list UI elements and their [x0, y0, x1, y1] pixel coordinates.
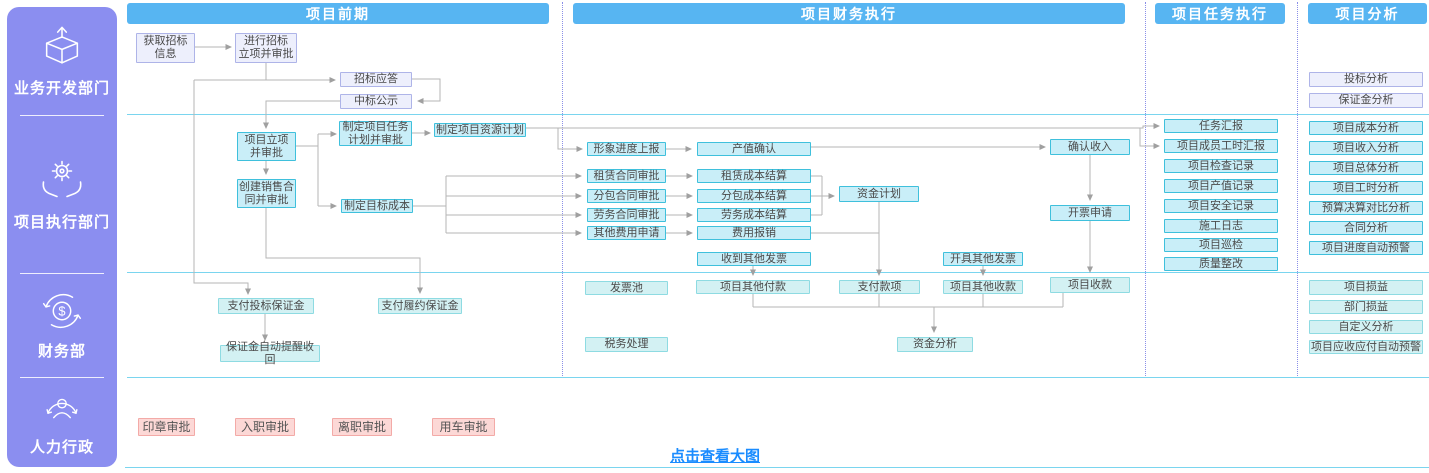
sidebar-item-label: 财务部 [37, 343, 86, 360]
node-bid-win-announcement: 中标公示 [340, 94, 412, 109]
open-box-icon [39, 24, 85, 70]
sidebar-item-finance: $ 财务部 [7, 273, 117, 377]
column-divider [562, 2, 563, 378]
sidebar-item-label: 业务开发部门 [13, 80, 110, 97]
sidebar-divider [20, 273, 104, 274]
node-labor-contract-approval: 劳务合同审批 [587, 208, 666, 222]
node-confirm-income: 确认收入 [1050, 139, 1130, 155]
node-progress-report: 形象进度上报 [587, 142, 666, 156]
node-other-receipt: 项目其他收款 [943, 280, 1023, 294]
node-project-receipt: 项目收款 [1050, 277, 1130, 293]
row-divider [127, 377, 1429, 378]
department-sidebar: 业务开发部门 项目执行部门 $ [7, 7, 117, 467]
sidebar-item-hr-admin: 人力行政 [7, 377, 117, 467]
node-vehicle-approval: 用车审批 [432, 418, 495, 436]
node-task-report: 任务汇报 [1164, 119, 1278, 133]
node-pay-funds: 支付款项 [839, 280, 920, 294]
node-lease-contract-approval: 租赁合同审批 [587, 169, 666, 183]
bottom-border-line [125, 467, 1429, 468]
node-other-expense-request: 其他费用申请 [587, 226, 666, 240]
column-divider [1297, 2, 1298, 378]
column-header-project-finance-exec: 项目财务执行 [573, 3, 1125, 24]
node-contract-analysis: 合同分析 [1309, 221, 1423, 235]
node-fund-plan: 资金计划 [839, 186, 919, 202]
node-project-output-record: 项目产值记录 [1164, 179, 1278, 193]
node-project-pnl: 项目损益 [1309, 280, 1423, 295]
node-output-value-confirm: 产值确认 [697, 142, 811, 156]
sidebar-item-project-exec: 项目执行部门 [7, 115, 117, 273]
node-project-hours-analysis: 项目工时分析 [1309, 181, 1423, 195]
node-create-sales-contract: 创建销售合 同并审批 [237, 179, 296, 208]
node-deposit-analysis: 保证金分析 [1309, 93, 1423, 108]
node-project-cost-analysis: 项目成本分析 [1309, 121, 1423, 135]
column-header-project-analysis: 项目分析 [1308, 3, 1427, 24]
node-project-check-record: 项目检查记录 [1164, 159, 1278, 173]
node-issue-other-invoice: 开具其他发票 [943, 252, 1023, 266]
node-deposit-auto-remind: 保证金自动提醒收回 [220, 341, 320, 366]
node-labor-cost-settle: 劳务成本结算 [697, 208, 811, 222]
svg-text:$: $ [58, 304, 65, 319]
sidebar-item-business-dev: 业务开发部门 [7, 7, 117, 115]
node-quality-rectify: 质量整改 [1164, 257, 1278, 271]
node-other-payment: 项目其他付款 [696, 280, 810, 294]
row-divider [127, 114, 1429, 115]
node-pay-performance-deposit: 支付履约保证金 [378, 298, 462, 314]
row-divider [127, 272, 1429, 273]
node-project-patrol: 项目巡检 [1164, 238, 1278, 252]
node-project-income-analysis: 项目收入分析 [1309, 141, 1423, 155]
node-bid-initiation-approval: 进行招标 立项并审批 [235, 33, 297, 63]
node-lease-cost-settle: 租赁成本结算 [697, 169, 811, 183]
node-bid-analysis: 投标分析 [1309, 72, 1423, 87]
node-pay-bid-deposit: 支付投标保证金 [218, 298, 314, 314]
node-member-hours-report: 项目成员工时汇报 [1164, 139, 1278, 153]
node-invoice-request: 开票申请 [1050, 205, 1130, 221]
column-header-project-early-stage: 项目前期 [127, 3, 549, 24]
node-subcontract-cost-settle: 分包成本结算 [697, 189, 811, 203]
node-seal-approval: 印章审批 [138, 418, 195, 436]
node-custom-analysis: 自定义分析 [1309, 320, 1423, 334]
node-set-target-cost: 制定目标成本 [341, 199, 413, 213]
sidebar-divider [20, 115, 104, 116]
node-resignation-approval: 离职审批 [332, 418, 392, 436]
node-construction-log: 施工日志 [1164, 219, 1278, 233]
sidebar-item-label: 项目执行部门 [13, 214, 110, 231]
node-project-safety-record: 项目安全记录 [1164, 199, 1278, 213]
node-ar-ap-auto-warning: 项目应收应付自动预警 [1309, 340, 1423, 354]
node-bid-response: 招标应答 [340, 72, 412, 87]
node-dept-pnl: 部门损益 [1309, 300, 1423, 314]
node-recv-other-invoice: 收到其他发票 [697, 252, 811, 266]
currency-cycle-icon: $ [40, 289, 84, 333]
column-divider [1145, 2, 1146, 378]
node-project-overall-analysis: 项目总体分析 [1309, 161, 1423, 175]
sidebar-item-label: 人力行政 [29, 439, 94, 456]
node-obtain-bid-info: 获取招标 信息 [136, 33, 195, 63]
node-subcontract-approval: 分包合同审批 [587, 189, 666, 203]
gear-hands-icon [38, 156, 86, 204]
node-expense-reimburse: 费用报销 [697, 226, 811, 240]
node-tax-process: 税务处理 [585, 337, 668, 352]
view-large-image-link[interactable]: 点击查看大图 [669, 448, 760, 465]
node-budget-final-compare: 预算决算对比分析 [1309, 201, 1423, 215]
node-onboarding-approval: 入职审批 [235, 418, 295, 436]
column-header-project-task-exec: 项目任务执行 [1155, 3, 1285, 24]
node-progress-auto-warning: 项目进度自动预警 [1309, 241, 1423, 255]
node-project-initiation-approval: 项目立项 并审批 [237, 132, 296, 161]
sidebar-divider [20, 377, 104, 378]
node-fund-analysis: 资金分析 [897, 337, 973, 352]
person-cycle-icon [41, 387, 83, 429]
node-make-task-plan: 制定项目任务 计划并审批 [339, 121, 412, 146]
node-invoice-pool: 发票池 [585, 281, 668, 295]
node-make-resource-plan: 制定项目资源计划 [434, 123, 526, 137]
